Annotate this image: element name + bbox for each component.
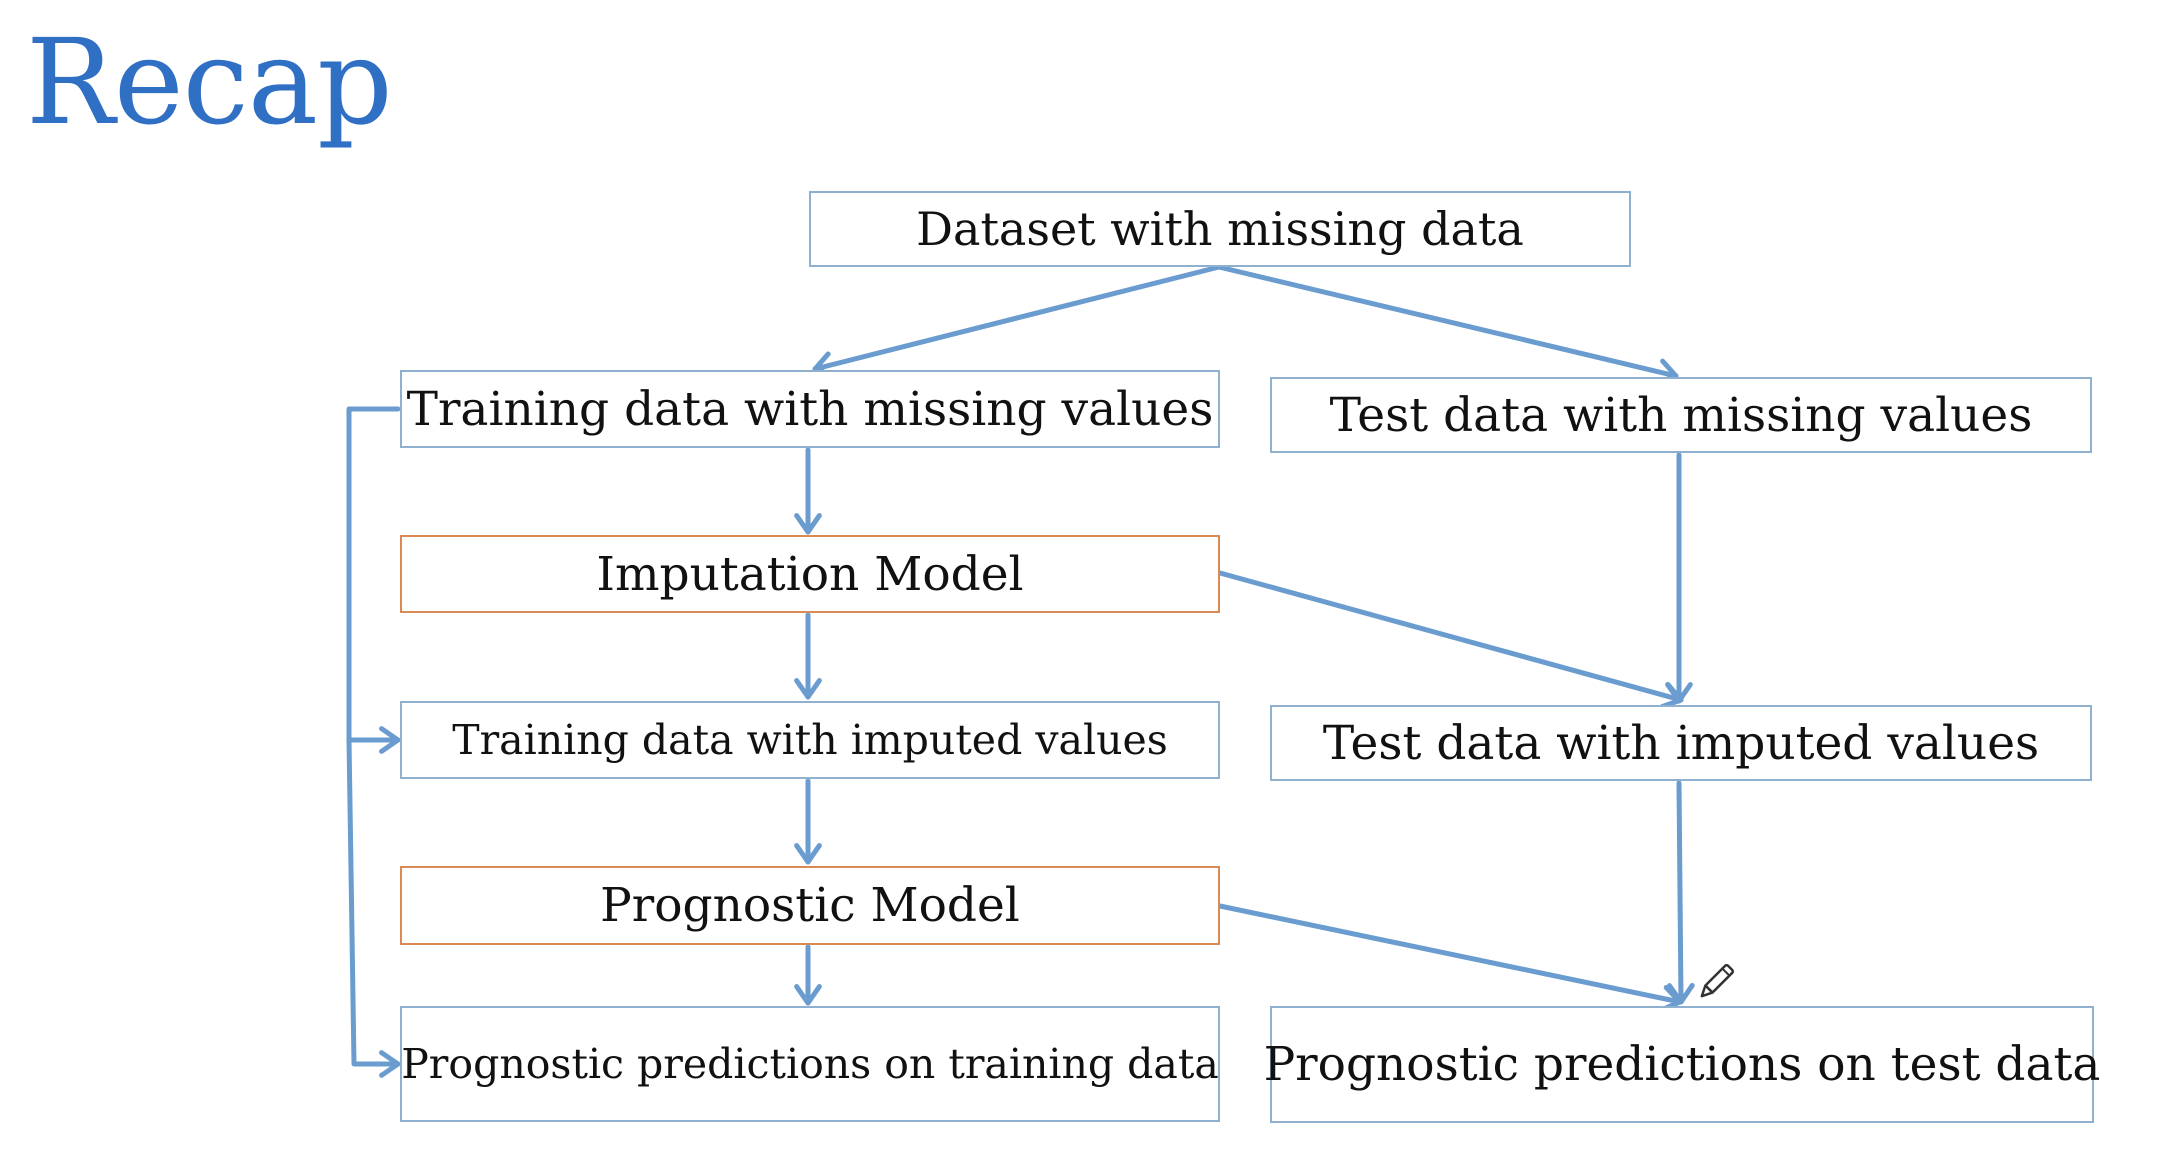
arrow-train-missing-to-train-predictions-head	[379, 1050, 401, 1078]
arrow-test-imputed-to-test-predictions	[1666, 780, 1695, 1005]
arrow-dataset-to-test-missing	[1216, 264, 1679, 386]
arrow-train-missing-to-train-predictions-line	[346, 737, 401, 1067]
arrow-train-missing-to-imputation	[794, 447, 822, 535]
slide-title: Recap	[26, 13, 393, 151]
arrow-train-missing-to-train-imputed-head	[379, 726, 401, 754]
arrow-prognostic-to-train-predictions-head	[794, 984, 822, 1006]
arrow-train-missing-to-train-imputed-line	[346, 406, 401, 743]
arrow-prognostic-to-train-predictions	[794, 944, 822, 1006]
arrow-train-imputed-to-prognostic	[794, 778, 822, 865]
arrow-imputation-to-train-imputed	[794, 612, 822, 700]
arrow-imputation-to-test-imputed	[1217, 570, 1684, 710]
pencil-icon	[1692, 958, 1740, 1006]
arrow-train-missing-to-train-imputed	[346, 406, 401, 754]
arrow-train-missing-to-train-predictions	[346, 737, 401, 1078]
arrow-dataset-to-test-missing-line	[1216, 264, 1679, 379]
node-test-predictions: Prognostic predictions on test data	[1264, 1006, 2100, 1123]
arrow-test-missing-to-test-imputed	[1665, 452, 1693, 704]
node-train-imputed: Training data with imputed values	[400, 701, 1220, 779]
node-imputation-model: Imputation Model	[400, 535, 1220, 613]
arrow-dataset-to-train-missing	[812, 264, 1222, 379]
node-dataset: Dataset with missing data	[809, 191, 1631, 267]
arrow-prognostic-to-test-predictions-line	[1217, 903, 1683, 1005]
arrow-train-missing-to-imputation-head	[794, 513, 822, 535]
node-train-missing: Training data with missing values	[400, 370, 1220, 448]
node-prognostic-model: Prognostic Model	[400, 866, 1220, 945]
arrow-imputation-to-test-imputed-line	[1217, 570, 1684, 703]
arrow-test-imputed-to-test-predictions-line	[1676, 780, 1684, 1005]
arrow-test-imputed-to-test-predictions-head	[1666, 982, 1695, 1005]
node-train-predictions: Prognostic predictions on training data	[400, 1006, 1220, 1122]
arrow-train-imputed-to-prognostic-head	[794, 843, 822, 865]
arrow-dataset-to-train-missing-line	[812, 264, 1222, 372]
arrow-test-missing-to-test-imputed-head	[1665, 682, 1693, 704]
node-test-imputed: Test data with imputed values	[1270, 705, 2092, 781]
arrow-prognostic-to-test-predictions	[1217, 903, 1683, 1013]
node-test-missing: Test data with missing values	[1270, 377, 2092, 453]
arrow-imputation-to-train-imputed-head	[794, 678, 822, 700]
